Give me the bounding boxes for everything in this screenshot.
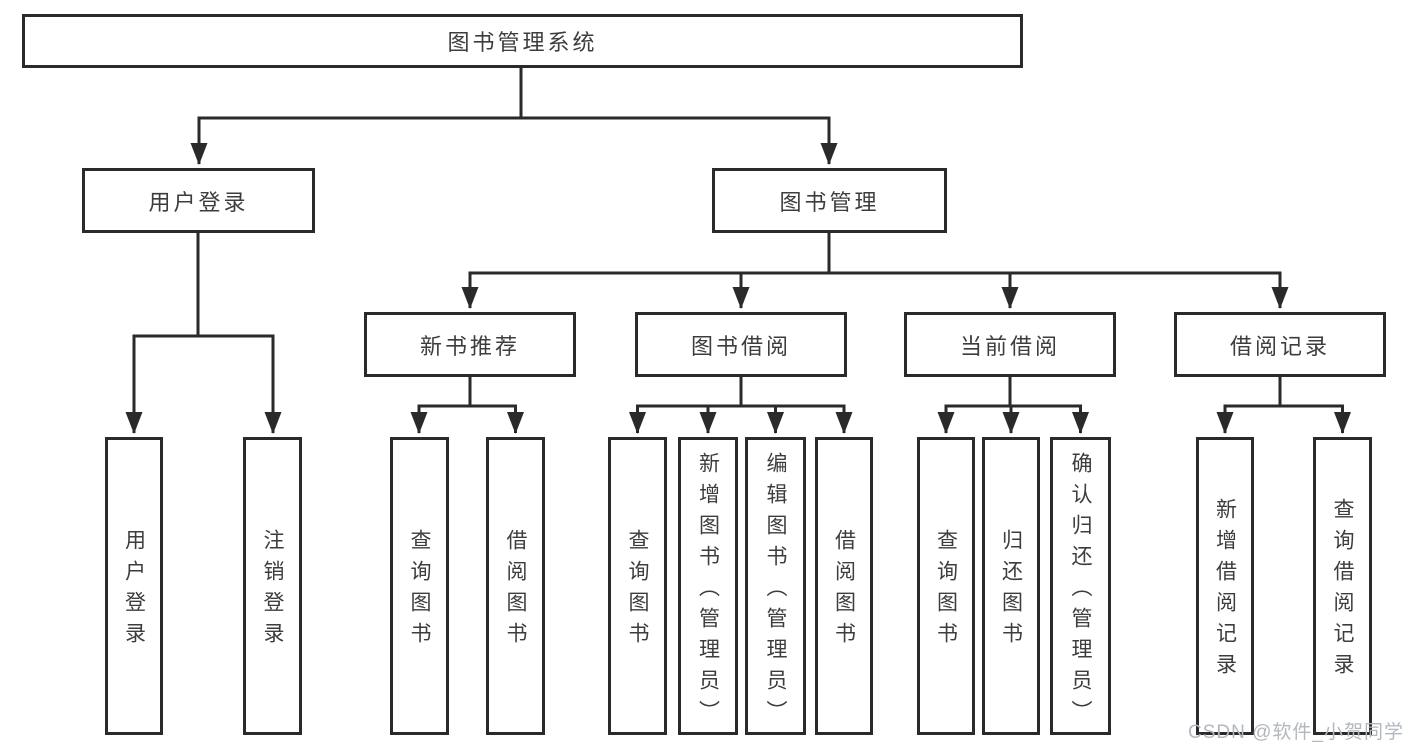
leaf-label: 新增借阅记录	[1213, 498, 1237, 684]
node-label: 新书推荐	[419, 333, 520, 359]
leaf-label: 借阅图书	[504, 529, 527, 653]
node-new-book-recommend: 新书推荐	[364, 312, 576, 377]
leaf-label: 查询图书	[626, 529, 649, 653]
node-label: 图书借阅	[690, 333, 791, 359]
leaf-borrow-books-recommend: 借阅图书	[486, 437, 545, 735]
leaf-label: 注销登录	[261, 529, 284, 653]
leaf-logout: 注销登录	[243, 437, 302, 735]
leaf-label: 归还图书	[999, 529, 1023, 653]
leaf-label: 确认归还（管理员）	[1069, 451, 1092, 731]
csdn-watermark: CSDN @软件_小贺同学	[1188, 722, 1404, 743]
leaf-label: 查询借阅记录	[1331, 498, 1354, 684]
node-label: 当前借阅	[959, 333, 1060, 359]
leaf-query-books-borrow: 查询图书	[608, 437, 667, 735]
node-borrow-records: 借阅记录	[1174, 312, 1386, 377]
node-label: 借阅记录	[1229, 333, 1330, 359]
leaf-label: 用户登录	[122, 529, 146, 653]
node-book-management: 图书管理	[712, 168, 947, 233]
node-current-borrow: 当前借阅	[904, 312, 1116, 377]
leaf-user-login: 用户登录	[105, 437, 163, 735]
leaf-confirm-return-admin: 确认归还（管理员）	[1050, 437, 1111, 735]
leaf-add-books-admin: 新增图书（管理员）	[678, 437, 738, 735]
leaf-label: 查询图书	[934, 529, 958, 653]
leaf-return-books: 归还图书	[982, 437, 1040, 735]
leaf-query-borrow-record: 查询借阅记录	[1313, 437, 1372, 735]
leaf-label: 新增图书（管理员）	[696, 451, 720, 731]
node-label: 图书管理	[779, 189, 880, 215]
node-book-borrow: 图书借阅	[635, 312, 847, 377]
node-user-login: 用户登录	[82, 168, 315, 233]
leaf-label: 借阅图书	[832, 529, 856, 653]
leaf-borrow-books: 借阅图书	[815, 437, 873, 735]
leaf-label: 编辑图书（管理员）	[764, 451, 787, 731]
leaf-edit-books-admin: 编辑图书（管理员）	[745, 437, 806, 735]
leaf-add-borrow-record: 新增借阅记录	[1196, 437, 1254, 735]
node-label: 用户登录	[148, 189, 249, 215]
node-library-management-system: 图书管理系统	[22, 14, 1023, 68]
leaf-query-books-current: 查询图书	[917, 437, 975, 735]
leaf-label: 查询图书	[408, 529, 431, 653]
node-label: 图书管理系统	[447, 30, 598, 55]
leaf-query-books-recommend: 查询图书	[390, 437, 449, 735]
